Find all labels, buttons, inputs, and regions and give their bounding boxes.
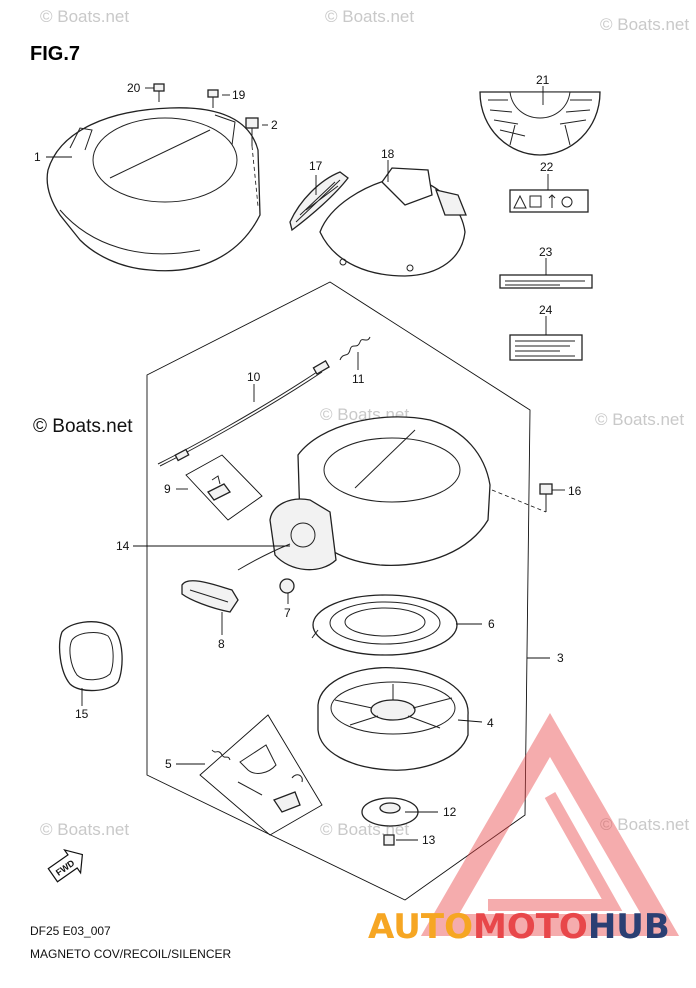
sticker-21: [479, 91, 601, 156]
callout-14: 14: [116, 539, 130, 553]
callout-6: 6: [488, 617, 495, 631]
leader-lines: [46, 86, 565, 841]
callout-24: 24: [539, 303, 553, 317]
bushing: [279, 578, 295, 594]
callout-19: 19: [232, 88, 246, 102]
callout-17: 17: [309, 159, 323, 173]
automotohub-logo-mark: [420, 713, 680, 936]
callout-11: 11: [352, 372, 365, 386]
callout-9: 9: [164, 482, 171, 496]
callout-22: 22: [540, 160, 554, 174]
ratchet-plate: [361, 797, 419, 827]
assembly-outline: [146, 281, 531, 901]
label-24: [509, 334, 583, 361]
callout-7: 7: [284, 606, 291, 620]
callout-10: 10: [247, 370, 261, 384]
callout-2: 2: [271, 118, 278, 132]
screw-19: [207, 89, 219, 108]
forward-arrow-icon: FWD: [47, 848, 84, 883]
callout-21: 21: [536, 73, 550, 87]
brand-moto: MOTO: [473, 907, 588, 947]
callout-12: 12: [443, 805, 457, 819]
callout-3: 3: [557, 651, 564, 665]
screw-20: [153, 83, 165, 102]
bolt-2: [245, 117, 259, 146]
label-23: [499, 274, 593, 289]
automotohub-logo-text: AUTOMOTOHUB: [368, 907, 670, 947]
brand-auto: AUTO: [368, 907, 473, 947]
spring: [339, 336, 371, 361]
figure-title: FIG.7: [30, 43, 80, 65]
recoil-spring: [311, 594, 458, 656]
silencer-cover: [319, 167, 467, 277]
bolt-13: [383, 834, 395, 846]
magneto-cover: [46, 107, 261, 272]
watermark: © Boats.net: [600, 815, 689, 834]
callout-13: 13: [422, 833, 436, 847]
warning-label-22: [509, 189, 589, 213]
callout-5: 5: [165, 757, 172, 771]
watermark: © Boats.net: [595, 410, 684, 429]
callout-20: 20: [127, 81, 141, 95]
callout-8: 8: [218, 637, 225, 651]
bracket-9: [185, 454, 263, 521]
ratchet-kit: [199, 714, 323, 836]
callout-4: 4: [487, 716, 494, 730]
callout-labels: 1 2 3 4 5 6 7 8 9 10 11 12 13 14 15 16 1…: [34, 73, 582, 847]
watermark: © Boats.net: [40, 820, 129, 839]
starter-cable: [157, 360, 330, 467]
callout-23: 23: [539, 245, 553, 259]
starter-pulley: [317, 666, 469, 771]
bolt-16: [539, 483, 553, 512]
watermark: © Boats.net: [600, 15, 689, 34]
watermark-tiles: © Boats.net © Boats.net © Boats.net © Bo…: [40, 7, 689, 839]
grommet: [59, 621, 123, 692]
grille-part: [289, 171, 349, 232]
brand-hub: HUB: [588, 907, 670, 947]
callout-15: 15: [75, 707, 89, 721]
figure-caption: MAGNETO COV/RECOIL/SILENCER: [30, 947, 231, 961]
dashed-leader: [251, 145, 547, 513]
callout-1: 1: [34, 150, 41, 164]
callout-18: 18: [381, 147, 395, 161]
recoil-housing: [269, 416, 491, 571]
callout-16: 16: [568, 484, 582, 498]
watermark: © Boats.net: [40, 7, 129, 26]
watermark: © Boats.net: [325, 7, 414, 26]
figure-code: DF25 E03_007: [30, 924, 111, 938]
copyright-watermark: © Boats.net: [33, 416, 133, 437]
starter-handle: [181, 580, 239, 613]
